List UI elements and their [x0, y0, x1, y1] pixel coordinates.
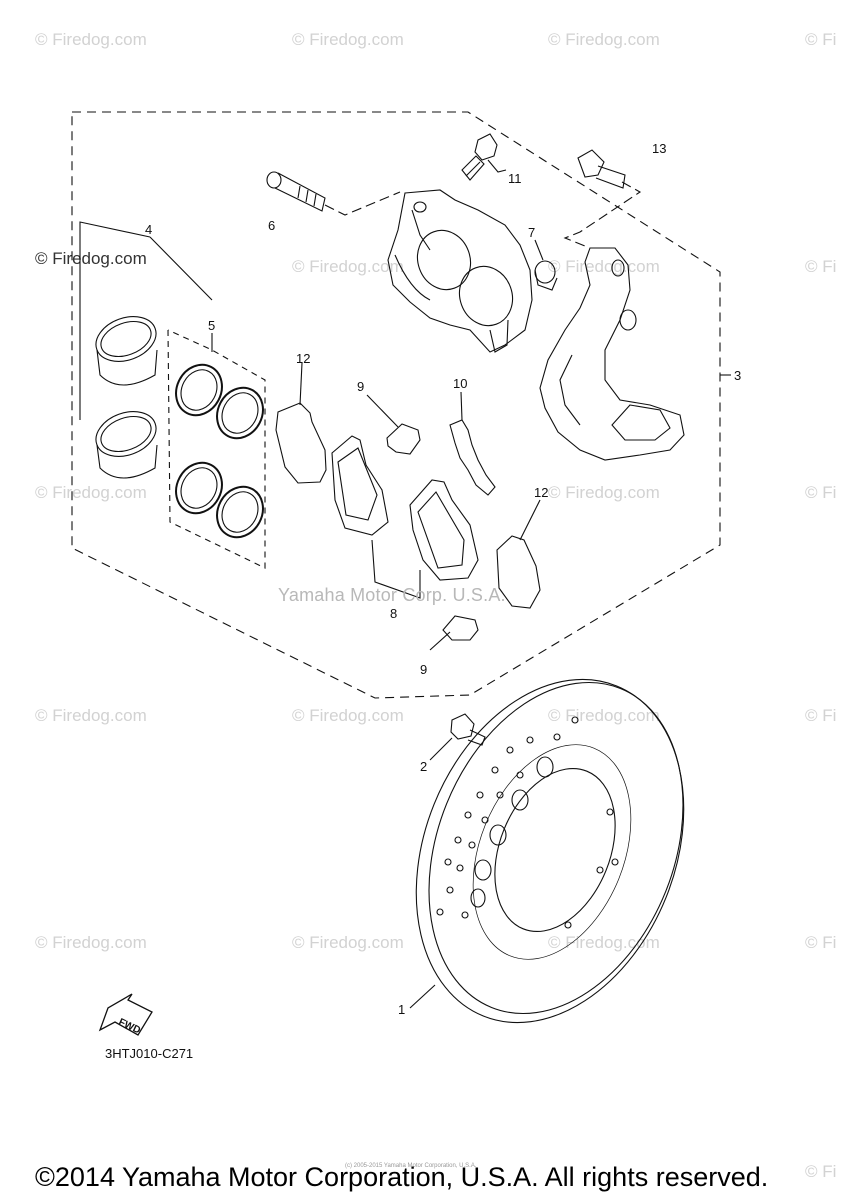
pad-shim-right: [496, 535, 541, 609]
callout-9-upper: 9: [357, 379, 364, 394]
piston-lower: [95, 411, 158, 479]
watermark-firedog: © Fi: [805, 933, 837, 952]
callout-9-lower: 9: [420, 662, 427, 677]
watermark-firedog: © Firedog.com: [548, 483, 660, 502]
watermark-firedog: © Firedog.com: [35, 933, 147, 952]
pad-clip: [449, 419, 496, 496]
callout-8: 8: [390, 606, 397, 621]
watermark-firedog: © Firedog.com: [548, 30, 660, 49]
pad-shim-left: [275, 402, 327, 484]
watermark-firedog: © Fi: [805, 30, 837, 49]
watermark-firedog: © Firedog.com: [548, 933, 660, 952]
brake-disc: [415, 678, 685, 1024]
watermark-firedog: © Firedog.com: [292, 933, 404, 952]
watermark-firedog: © Fi: [805, 257, 837, 276]
callout-12-upper: 12: [296, 351, 310, 366]
watermark-firedog: © Firedog.com: [292, 30, 404, 49]
watermark-firedog: © Firedog.com: [35, 483, 147, 502]
watermark-firedog: © Firedog.com: [292, 706, 404, 725]
bolt-part-13: [577, 149, 626, 189]
callout-4: 4: [145, 222, 152, 237]
watermark-firedog: © Firedog.com: [35, 706, 147, 725]
bleed-screw: [461, 133, 498, 181]
assembly-boundary: [71, 111, 721, 699]
brake-pad-outer: [409, 479, 479, 581]
watermark-firedog: © Firedog.com: [35, 30, 147, 49]
watermark-firedog: © Firedog.com: [548, 257, 660, 276]
watermark-firedog-dark: © Firedog.com: [35, 249, 147, 268]
leader-part-6: [324, 191, 401, 216]
fwd-arrow-icon: [98, 993, 153, 1036]
copyright-notice: ©2014 Yamaha Motor Corporation, U.S.A. A…: [35, 1162, 769, 1192]
callout-2: 2: [420, 759, 427, 774]
callout-6: 6: [268, 218, 275, 233]
bracket-part-8: [371, 539, 421, 599]
callout-7: 7: [528, 225, 535, 240]
pad-spring-lower: [442, 615, 479, 641]
diagram-code: 3HTJ010-C271: [105, 1046, 194, 1061]
callout-12-lower: 12: [534, 485, 548, 500]
callout-11: 11: [508, 171, 522, 186]
bolt-part-6: [266, 171, 326, 212]
leader-part-13: [563, 181, 642, 247]
piston-upper: [95, 316, 158, 386]
watermark-firedog: © Firedog.com: [292, 257, 404, 276]
dust-cap: [534, 260, 558, 291]
brake-pad-inner: [331, 435, 389, 536]
caliper-bracket: [539, 247, 685, 461]
seal-kit-box: [167, 329, 266, 569]
callout-3: 3: [734, 368, 741, 383]
tiny-credit: (c) 2005-2015 Yamaha Motor Corporation, …: [345, 1163, 477, 1169]
watermark-firedog: © Fi: [805, 483, 837, 502]
callout-5: 5: [208, 318, 215, 333]
seals: [175, 363, 264, 539]
callout-10: 10: [453, 376, 467, 391]
fwd-label: FWD: [117, 1017, 142, 1037]
callout-1: 1: [398, 1002, 405, 1017]
caliper-body: [387, 189, 533, 353]
watermark-yamaha: Yamaha Motor Corp. U.S.A.: [278, 585, 506, 605]
watermark-firedog: © Firedog.com: [548, 706, 660, 725]
watermark-firedog: © Fi: [805, 1162, 837, 1181]
callout-13: 13: [652, 141, 666, 156]
bracket-part-4: [79, 221, 213, 420]
pad-spring-upper: [386, 423, 421, 455]
disc-bolt: [450, 713, 486, 746]
watermark-firedog: © Fi: [805, 706, 837, 725]
